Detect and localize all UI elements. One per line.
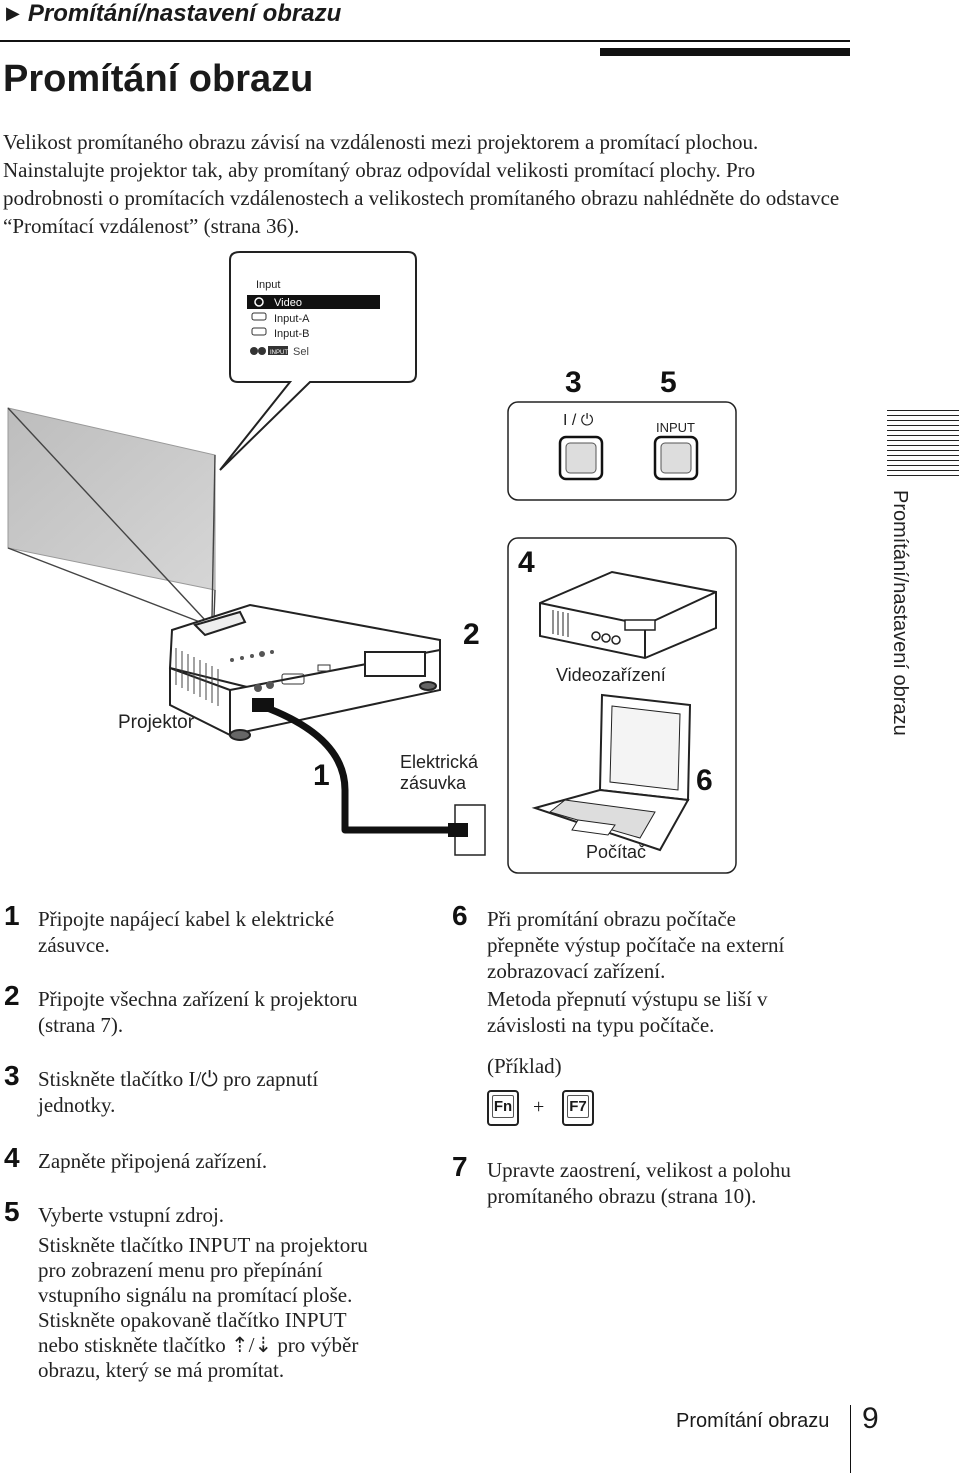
step-1-line-1: Připojte napájecí kabel k elektrické — [38, 907, 335, 931]
step-6-line-4: Metoda přepnutí výstupu se liší v — [487, 987, 768, 1011]
step-1-number: 1 — [4, 900, 20, 931]
laptop — [531, 693, 692, 852]
step-5-line-3: pro zobrazení menu pro přepínání — [38, 1258, 323, 1282]
menu-item-input-b: Input-B — [274, 328, 309, 340]
step-5-line-4: vstupního signálu na promítací ploše. — [38, 1283, 353, 1307]
footer-label: Promítání obrazu — [676, 1410, 830, 1432]
callout-3: 3 — [565, 366, 582, 399]
menu-item-video: Video — [274, 297, 302, 309]
intro-paragraph: Velikost promítaného obrazu závisí na vz… — [3, 130, 840, 238]
step-7-line-2: promítaného obrazu (strana 10). — [487, 1184, 757, 1208]
callout-2: 2 — [463, 618, 480, 651]
input-badge — [268, 346, 288, 355]
step-6-line-2: přepněte výstup počítače na externí — [487, 933, 785, 957]
connection-diagram: Input Video Input-A Input-B INPUT Sel — [7, 251, 737, 874]
step-6-line-3: zobrazovací zařízení. — [487, 959, 666, 983]
step-2-number: 2 — [4, 980, 20, 1011]
section-header: ▶ Promítání/nastavení obrazu — [6, 0, 341, 28]
step-6-line-1: Při promítání obrazu počítače — [487, 907, 736, 931]
triangle-icon: ▶ — [6, 3, 20, 23]
example-label: (Příklad) — [487, 1054, 562, 1078]
step-6-line-5: závislosti na typu počítače. — [487, 1013, 715, 1037]
menu-input-badge: INPUT — [270, 350, 288, 356]
step-5-line-5: Stiskněte opakovaně tlačítko INPUT — [38, 1308, 347, 1332]
power-plug — [252, 698, 274, 712]
step-3-number: 3 — [4, 1060, 20, 1091]
callout-4: 4 — [518, 546, 535, 579]
label-computer: Počítač — [586, 842, 646, 862]
video-icon — [254, 297, 264, 307]
step-5-line-6: nebo stiskněte tlačítko ⇡/⇣ pro výběr — [38, 1333, 359, 1357]
button-panel — [507, 401, 737, 501]
menu-bubble — [219, 251, 417, 471]
up-arrow-icon — [250, 347, 258, 355]
label-projector: Projektor — [118, 712, 195, 733]
menu-item-input-a: Input-A — [274, 313, 310, 325]
projection-screen — [7, 407, 216, 591]
side-tab: Promítání/nastavení obrazu — [873, 490, 915, 750]
side-tab-stripes — [887, 410, 959, 480]
header-rule-thick — [600, 48, 850, 56]
power-cable — [260, 702, 460, 834]
step-4-line-1: Zapněte připojená zařízení. — [38, 1149, 268, 1173]
outlet-plug — [448, 823, 468, 837]
step-2-line-1: Připojte všechna zařízení k projektoru — [38, 987, 358, 1011]
fn-key-label: Fn — [492, 1095, 514, 1118]
plus-sign: + — [533, 1096, 545, 1118]
fn-key-icon: Fn — [487, 1090, 519, 1126]
step-5-number: 5 — [4, 1196, 20, 1227]
callout-5: 5 — [660, 366, 677, 399]
input-b-icon — [251, 327, 267, 336]
step-5-line-7: obrazu, který se má promítat. — [38, 1358, 285, 1382]
step-7-line-1: Upravte zaostrení, velikost a polohu — [487, 1158, 791, 1182]
step-3-line-2: jednotky. — [38, 1093, 116, 1117]
step-3-line-1: Stiskněte tlačítko I/⏻ pro zapnutí — [38, 1067, 319, 1091]
step-2-line-2: (strana 7). — [38, 1013, 124, 1037]
step-7-number: 7 — [452, 1151, 468, 1182]
step-1-line-2: zásuvce. — [38, 933, 110, 957]
page-title: Promítání obrazu — [3, 58, 314, 100]
callout-6: 6 — [696, 764, 713, 797]
step-4-number: 4 — [4, 1142, 20, 1173]
step-5-line-2: Stiskněte tlačítko INPUT na projektoru — [38, 1233, 368, 1257]
header-rule — [0, 40, 850, 42]
step-6-number: 6 — [452, 900, 468, 931]
f7-key-label: F7 — [567, 1095, 589, 1118]
projector — [168, 603, 441, 741]
projection-beam — [7, 407, 216, 623]
video-device — [539, 570, 717, 660]
callout-1: 1 — [313, 759, 330, 792]
label-outlet-2: zásuvka — [400, 773, 467, 793]
down-arrow-icon — [258, 347, 266, 355]
step-5-line-1: Vyberte vstupní zdroj. — [38, 1203, 225, 1227]
projector-ports — [230, 650, 331, 692]
label-video-device: Videozařízení — [556, 665, 666, 685]
side-tab-label: Promítání/nastavení obrazu — [889, 490, 911, 736]
f7-key-icon: F7 — [562, 1090, 594, 1126]
page-number: 9 — [862, 1402, 879, 1435]
label-outlet-1: Elektrická — [400, 752, 479, 772]
section-header-text: Promítání/nastavení obrazu — [27, 0, 342, 27]
power-label: I / ⏻ — [563, 412, 594, 429]
input-a-icon — [251, 312, 267, 321]
footer-rule — [850, 1405, 851, 1473]
menu-title: Input — [256, 279, 280, 291]
menu-sel: Sel — [293, 346, 309, 358]
menu-highlight — [247, 295, 380, 309]
input-label: INPUT — [656, 420, 695, 435]
projector-vents — [175, 648, 219, 706]
